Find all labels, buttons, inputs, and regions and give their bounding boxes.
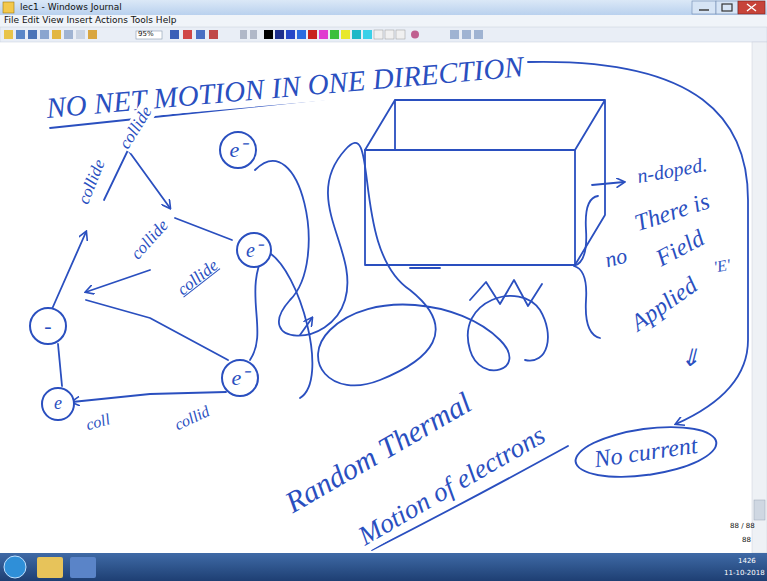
leader-arrow bbox=[528, 62, 748, 424]
collision-path bbox=[86, 300, 228, 360]
result-ellipse: No current bbox=[571, 418, 720, 486]
window-title: lec1 - Windows Journal bbox=[20, 3, 122, 13]
collision-path bbox=[86, 270, 150, 292]
taskbar-icon bbox=[70, 557, 96, 578]
title-bar bbox=[0, 0, 767, 15]
taskbar-icon bbox=[37, 557, 63, 578]
toolbar-icons bbox=[4, 30, 483, 39]
toolbar bbox=[0, 27, 767, 42]
node-text: e bbox=[54, 394, 62, 414]
electron-circle: e⁻ bbox=[221, 359, 259, 397]
electron-circle: e bbox=[41, 387, 75, 421]
menu-bar-items: File Edit View Insert Actions Tools Help bbox=[4, 16, 176, 26]
ink-strokes bbox=[50, 62, 748, 550]
node-text: e⁻ bbox=[232, 366, 249, 390]
page-counter: 88 / 88 bbox=[730, 523, 755, 531]
clock-time: 1426 bbox=[738, 558, 756, 566]
electron-circle: e⁻ bbox=[236, 232, 272, 268]
collision-path bbox=[72, 392, 226, 402]
clock-date: 11-10-2018 bbox=[724, 570, 765, 578]
node-text: No current bbox=[593, 432, 699, 473]
minimize-button bbox=[692, 1, 716, 14]
thermal-path bbox=[250, 246, 312, 398]
thermal-path bbox=[255, 143, 548, 385]
node-text: - bbox=[44, 314, 51, 338]
note-text: no bbox=[601, 243, 630, 273]
note-text: There is bbox=[630, 187, 713, 237]
start-orb bbox=[4, 556, 26, 578]
material-label: n-doped. bbox=[634, 153, 709, 187]
leader-line bbox=[592, 182, 624, 185]
implies-arrow: ⇓ bbox=[679, 345, 701, 371]
close-button bbox=[738, 1, 765, 14]
brace bbox=[574, 196, 600, 338]
thermal-path bbox=[470, 280, 542, 306]
collision-path bbox=[104, 150, 170, 208]
taskbar bbox=[0, 553, 767, 581]
maximize-button bbox=[716, 1, 738, 14]
note-text: collid bbox=[171, 402, 213, 434]
thermal-path bbox=[410, 267, 440, 269]
symbol-label: 'E' bbox=[711, 256, 732, 277]
collision-path bbox=[52, 232, 86, 309]
menu-bar bbox=[0, 15, 767, 27]
collision-path bbox=[58, 344, 62, 386]
thermal-path bbox=[300, 318, 312, 335]
note-text: coll bbox=[83, 410, 113, 434]
electron-circle: e⁻ bbox=[219, 131, 257, 169]
heading: NO NET MOTION IN ONE DIRECTION bbox=[44, 51, 526, 125]
collision-path bbox=[175, 218, 232, 240]
note-text: collide bbox=[173, 256, 223, 300]
zoom-level: 95% bbox=[138, 31, 154, 39]
node-text: e⁻ bbox=[230, 138, 247, 162]
note-text: Applied bbox=[625, 271, 703, 337]
app-icon bbox=[3, 2, 14, 13]
note-text: collide bbox=[74, 156, 109, 208]
page-number: 88 bbox=[742, 537, 751, 545]
note-text: Field bbox=[651, 224, 710, 272]
node-text: e⁻ bbox=[246, 239, 262, 261]
n-doped-block bbox=[365, 150, 575, 265]
electron-circle: - bbox=[29, 307, 67, 345]
scrollbar bbox=[752, 42, 767, 553]
n-doped-block bbox=[365, 100, 605, 265]
note-text: collide bbox=[127, 216, 173, 264]
